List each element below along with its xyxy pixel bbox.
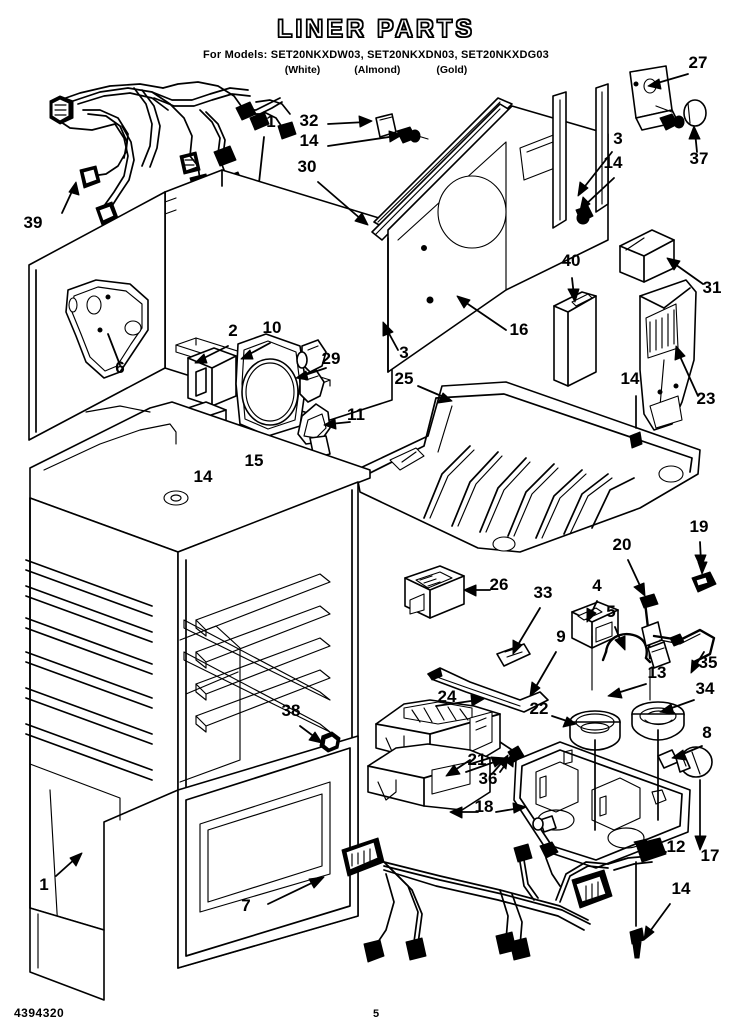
callout-number-32: 32 [300,111,319,130]
part-trim-breaker-strip [371,97,513,241]
callout-number-38: 38 [282,701,301,720]
color-almond: (Almond) [354,63,401,76]
callout-number-21: 21 [468,750,487,769]
part-hinge-plate-bracket [65,279,149,379]
color-white: (White) [284,63,321,76]
part-crisper-covers [367,699,501,811]
callout-leader-1-lower [55,852,83,877]
callout-number-30: 30 [298,157,317,176]
callout-number-14: 14 [672,879,691,898]
callout-number-25: 25 [395,369,414,388]
callout-number-10: 10 [263,318,282,337]
callout-number-17: 17 [701,846,720,865]
part-cap-plug-32 [375,113,429,144]
callout-number-36: 36 [479,769,498,788]
callout-number-1: 1 [39,875,48,894]
callout-number-24: 24 [438,687,457,706]
part-drain-tube-bracket [427,651,557,713]
callout-number-20: 20 [613,535,632,554]
callout-number-18: 18 [475,797,494,816]
page-footer: 4394320 5 [0,996,752,1032]
callout-number-9: 9 [556,627,565,646]
part-light-shield-housing [499,729,713,959]
part-plug-button [683,99,707,127]
callout-number-14: 14 [300,131,319,150]
callout-number-23: 23 [697,389,716,408]
part-lens-rings [569,701,685,751]
page-title: LINER PARTS [276,15,475,43]
callout-number-5: 5 [606,602,615,621]
callout-number-27: 27 [689,53,708,72]
part-drain-pan-trough [355,381,701,553]
callout-number-19: 19 [690,517,709,536]
publication-part-number: 4394320 [14,1006,65,1020]
part-duct-cap-cover [619,229,675,283]
callout-number-7: 7 [241,896,250,915]
callout-leaders-misc [317,73,707,853]
callout-number-2: 2 [228,321,237,340]
callout-number-3: 3 [613,129,622,148]
callout-number-14: 14 [604,153,623,172]
part-screw-rail [575,113,685,225]
callout-number-35: 35 [699,653,718,672]
callout-number-39: 39 [24,213,43,232]
callout-leader-38 [299,725,323,744]
callout-number-11: 11 [347,405,365,424]
callout-number-13: 13 [648,663,667,682]
page-number: 5 [372,1008,380,1020]
callout-number-1: 1 [266,112,275,131]
callout-leader-39 [61,181,80,214]
part-air-duct-assembly [627,279,697,463]
callout-number-15: 15 [245,451,264,470]
callout-number-34: 34 [696,679,715,698]
callout-number-4: 4 [592,576,602,595]
callout-number-22: 22 [530,699,549,718]
part-spring-clip [601,632,652,664]
part-liner-freezer-rear [387,83,609,373]
callout-number-31: 31 [703,278,722,297]
callout-number-3: 3 [399,343,408,362]
callout-number-8: 8 [702,723,711,742]
callout-number-12: 12 [667,837,686,856]
part-air-duct-sleeve [553,291,597,387]
callout-number-14: 14 [194,467,213,486]
callout-number-14: 14 [621,369,640,388]
callout-number-40: 40 [562,251,581,270]
part-thermostat-control-box [404,565,465,619]
callout-number-37: 37 [690,149,709,168]
callout-number-33: 33 [534,583,553,602]
page-header: LINER PARTS For Models: SET20NKXDW03, SE… [0,0,752,76]
color-legend: (White) (Almond) (Gold) [0,64,752,76]
color-gold: (Gold) [436,63,468,76]
model-list: For Models: SET20NKXDW03, SET20NKXDN03, … [203,49,549,61]
callout-number-16: 16 [510,320,529,339]
callout-number-6: 6 [115,358,124,377]
part-cabinet-liner-main [25,401,371,1001]
callout-number-29: 29 [322,349,341,368]
callout-number-26: 26 [490,575,509,594]
part-defrost-thermostat-arm [639,555,717,701]
